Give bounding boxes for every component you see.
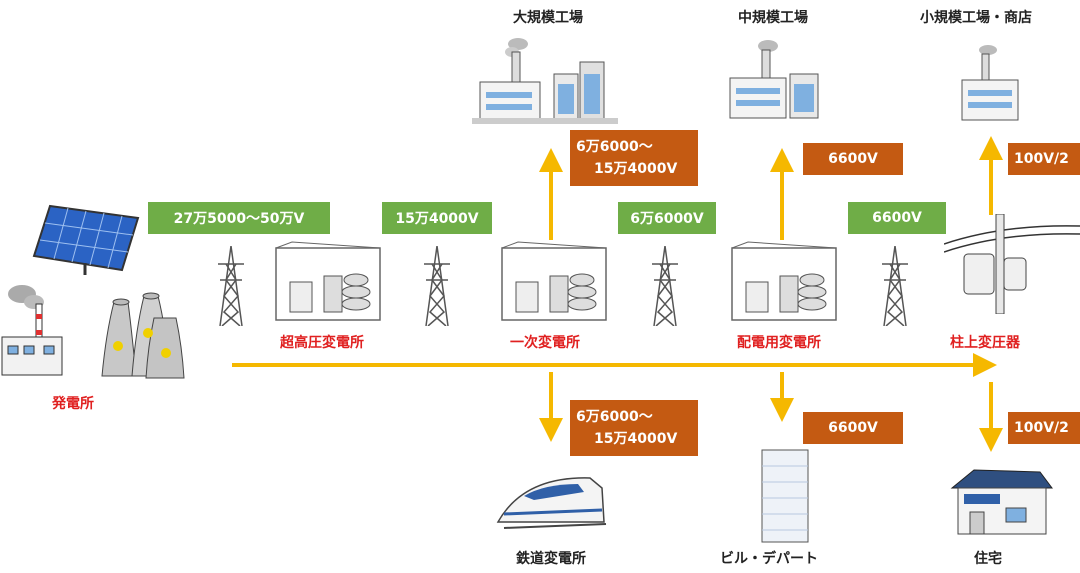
substation-label-ultra-high: 超高圧変電所 (280, 335, 364, 351)
voltage-line: 15万4000V (594, 161, 678, 177)
small-factory-shop-label: 小規模工場・商店 (920, 10, 1032, 26)
pylon-icon (652, 246, 678, 326)
bullet-train-icon (496, 477, 607, 529)
transmission-voltage-box: 27万5000〜50万V (148, 202, 330, 234)
transmission-voltage-box: 6600V (848, 202, 946, 234)
pylon-icon (882, 246, 908, 326)
thermal-plant-icon (1, 285, 63, 376)
railway-substation-label: 鉄道変電所 (516, 551, 586, 567)
building-icon (761, 449, 809, 543)
substation-icon (275, 241, 381, 321)
house-icon (950, 469, 1053, 535)
substation-label-primary: 一次変電所 (510, 335, 580, 351)
building-department-store-label: ビル・デパート (720, 551, 818, 567)
voltage-line: 6万6000〜 (576, 409, 653, 425)
medium-factory-label: 中規模工場 (738, 10, 808, 26)
pylon-icon (218, 246, 244, 326)
voltage-line: 6万6000〜 (576, 139, 653, 155)
pole-transformer-icon (944, 214, 1080, 314)
large-factory-icon (472, 38, 618, 124)
power-plant-label: 発電所 (52, 396, 94, 412)
residence-label: 住宅 (974, 551, 1002, 567)
substation-label-pole-transformer: 柱上変圧器 (950, 335, 1020, 351)
consumer-voltage-box: 100V/2 (1008, 143, 1080, 175)
substation-label-distribution: 配電用変電所 (737, 335, 821, 351)
solar-panel-icon (32, 204, 140, 275)
substation-icon (501, 241, 607, 321)
nuclear-plant-icon (101, 292, 185, 379)
medium-factory-icon (729, 40, 819, 119)
small-factory-icon (961, 45, 1019, 121)
large-factory-label: 大規模工場 (513, 10, 583, 26)
transmission-voltage-box: 15万4000V (382, 202, 492, 234)
consumer-voltage-box: 6600V (803, 143, 903, 175)
consumer-voltage-box: 100V/2 (1008, 412, 1080, 444)
pylon-icon (424, 246, 450, 326)
consumer-voltage-box: 6万6000〜 15万4000V (570, 400, 698, 456)
consumer-voltage-box: 6万6000〜 15万4000V (570, 130, 698, 186)
consumer-voltage-box: 6600V (803, 412, 903, 444)
transmission-voltage-box: 6万6000V (618, 202, 716, 234)
voltage-line: 15万4000V (594, 431, 678, 447)
substation-icon (731, 241, 837, 321)
